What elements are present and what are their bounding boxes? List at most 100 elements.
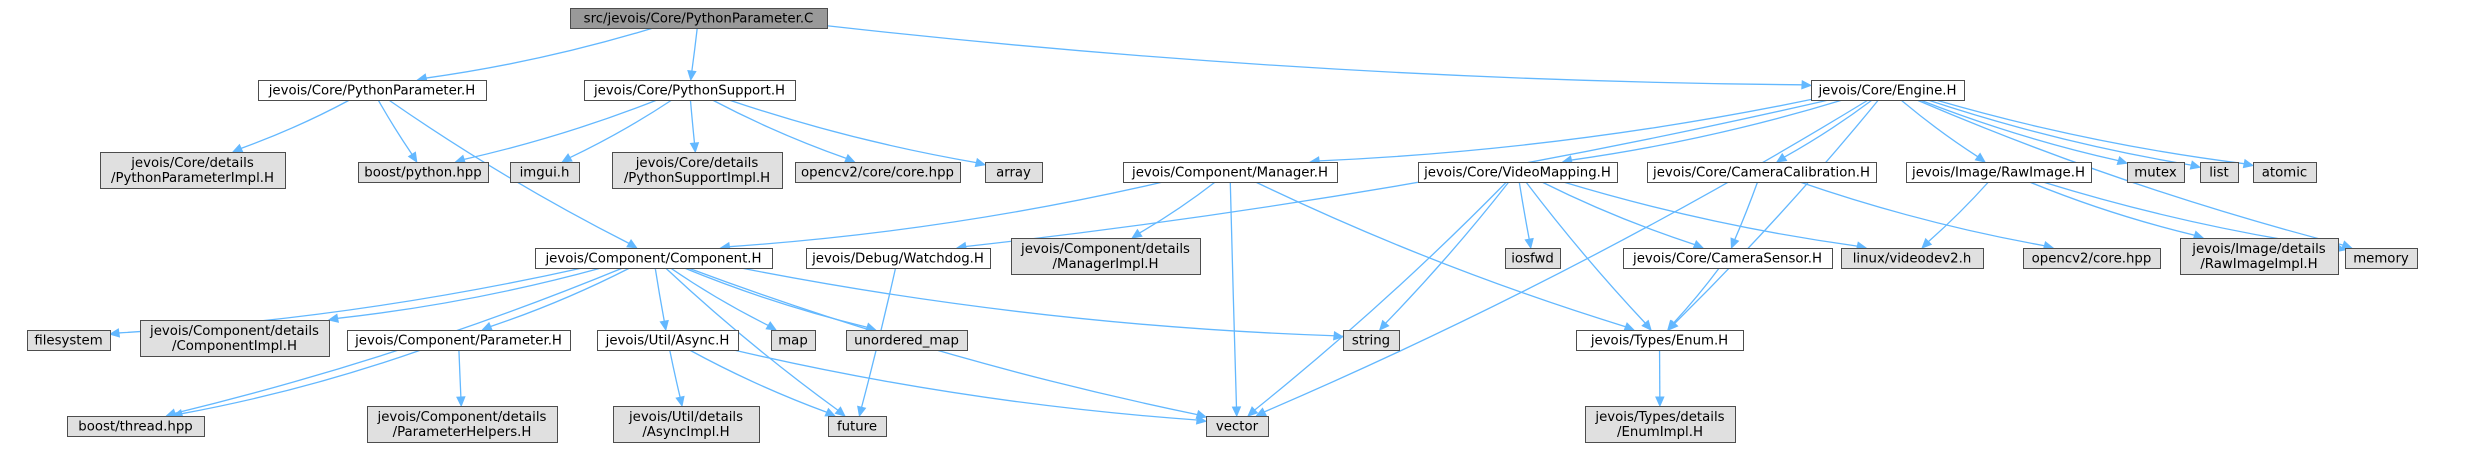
node-box-enumimpl <box>1585 406 1736 443</box>
node-component[interactable]: jevois/Component/Component.H <box>535 248 773 269</box>
edge-component-to-future <box>665 267 839 411</box>
edge-arrowhead <box>108 328 121 338</box>
node-label-iosfwd: iosfwd <box>1511 252 1554 267</box>
node-box-unordered_map <box>846 330 968 351</box>
node-box-component <box>535 248 773 269</box>
edge-arrowhead <box>1231 406 1242 418</box>
node-box-array <box>985 162 1043 183</box>
edge-arrowhead <box>1378 319 1390 331</box>
node-ps_h[interactable]: jevois/Core/PythonSupport.H <box>584 80 796 101</box>
node-videomap[interactable]: jevois/Core/VideoMapping.H <box>1418 162 1618 183</box>
node-label-cvcore2: opencv2/core.hpp <box>2032 252 2152 267</box>
node-root[interactable]: src/jevois/Core/PythonParameter.C <box>570 8 828 29</box>
node-label-paramhelpers: /ParameterHelpers.H <box>393 425 532 440</box>
node-label-component: jevois/Component/Component.H <box>544 252 761 267</box>
node-memory: memory <box>2345 248 2418 269</box>
edge-arrowhead <box>231 143 244 153</box>
edge-ps_h-to-psimpl <box>689 99 696 144</box>
node-box-memory <box>2345 248 2418 269</box>
edge-component-to-parameter <box>490 267 631 328</box>
edge-manager-to-mgrimpl <box>1139 181 1216 234</box>
node-label-paramhelpers: jevois/Component/details <box>377 410 547 425</box>
edge-pp_h-to-boostpy <box>377 99 413 155</box>
edge-rawimg-to-videodev2 <box>1928 181 1989 243</box>
edge-arrowhead <box>824 407 837 417</box>
edge-manager-to-enum <box>1255 181 1626 328</box>
node-manager[interactable]: jevois/Component/Manager.H <box>1123 162 1338 183</box>
node-label-atomic: atomic <box>2262 166 2307 181</box>
edge-arrowhead <box>689 142 700 154</box>
node-label-vector: vector <box>1216 420 1259 435</box>
node-label-psimpl: jevois/Core/details <box>635 156 759 171</box>
edge-arrowhead <box>675 395 685 408</box>
node-box-videomap <box>1418 162 1618 183</box>
node-imgui: imgui.h <box>510 162 580 183</box>
edge-arrowhead <box>1730 237 1740 250</box>
edge-arrowhead <box>843 153 856 163</box>
node-future: future <box>828 416 887 437</box>
edge-root-to-pp_h <box>426 27 654 79</box>
node-box-list <box>2200 162 2239 183</box>
edge-ps_h-to-boostpy <box>463 99 658 160</box>
edge-arrowhead <box>857 405 867 418</box>
node-mutex: mutex <box>2127 162 2185 183</box>
node-label-root: src/jevois/Core/PythonParameter.C <box>584 12 814 27</box>
edge-arrowhead <box>626 239 638 249</box>
node-watchdog[interactable]: jevois/Debug/Watchdog.H <box>806 248 991 269</box>
node-rawimg[interactable]: jevois/Image/RawImage.H <box>1906 162 2092 183</box>
node-label-engine: jevois/Core/Engine.H <box>1817 84 1956 99</box>
edge-async-to-asyncimpl <box>669 349 681 398</box>
node-label-array: array <box>996 166 1031 181</box>
edge-arrowhead <box>687 69 697 82</box>
edge-arrowhead <box>1921 237 1933 249</box>
node-label-compimpl: jevois/Component/details <box>149 324 319 339</box>
node-parameter[interactable]: jevois/Component/Parameter.H <box>347 330 571 351</box>
node-label-list: list <box>2209 166 2229 181</box>
node-box-boostpy <box>358 162 489 183</box>
edge-videomap-to-videodev2 <box>1563 181 1858 247</box>
node-rawimgimpl: jevois/Image/details/RawImageImpl.H <box>2180 238 2339 275</box>
node-box-ps_h <box>584 80 796 101</box>
edge-engine-to-watchdog <box>965 99 1829 248</box>
edge-arrowhead <box>1333 330 1345 341</box>
node-label-mgrimpl: /ManagerImpl.H <box>1053 257 1159 272</box>
edge-engine-to-list <box>1927 99 2192 166</box>
node-label-ppimpl: jevois/Core/details <box>130 156 254 171</box>
node-box-imgui <box>510 162 580 183</box>
edge-engine-to-camcal <box>1784 99 1873 158</box>
node-label-future: future <box>837 420 877 435</box>
edge-arrowhead <box>2116 155 2129 166</box>
node-psimpl: jevois/Core/details/PythonSupportImpl.H <box>612 152 783 189</box>
node-label-watchdog: jevois/Debug/Watchdog.H <box>811 252 984 267</box>
edge-engine-to-rawimg <box>1900 99 1979 158</box>
node-box-rawimg <box>1906 162 2092 183</box>
node-label-enum: jevois/Types/Enum.H <box>1590 334 1728 349</box>
edge-videomap-to-camsensor <box>1541 181 1695 246</box>
edge-videomap-to-vector <box>1254 181 1507 411</box>
node-asyncimpl: jevois/Util/details/AsyncImpl.H <box>613 406 760 443</box>
node-async[interactable]: jevois/Util/Async.H <box>597 330 739 351</box>
nodes-layer: src/jevois/Core/PythonParameter.C jevois/… <box>27 8 2418 443</box>
edge-arrowhead <box>2242 158 2255 169</box>
edge-arrowhead <box>2189 160 2202 170</box>
node-label-psimpl: /PythonSupportImpl.H <box>624 171 770 186</box>
node-box-asyncimpl <box>613 406 760 443</box>
node-compimpl: jevois/Component/details/ComponentImpl.H <box>140 320 330 357</box>
node-camsensor[interactable]: jevois/Core/CameraSensor.H <box>1623 248 1833 269</box>
node-box-async <box>597 330 739 351</box>
node-cvcore: opencv2/core/core.hpp <box>795 162 961 183</box>
node-box-camcal <box>1647 162 1877 183</box>
edge-component-to-compimpl <box>337 267 602 319</box>
node-pp_h[interactable]: jevois/Core/PythonParameter.H <box>258 80 487 101</box>
node-label-mutex: mutex <box>2134 166 2177 181</box>
node-enumimpl: jevois/Types/details/EnumImpl.H <box>1585 406 1736 443</box>
node-label-string: string <box>1352 334 1390 349</box>
node-camcal[interactable]: jevois/Core/CameraCalibration.H <box>1647 162 1877 183</box>
node-label-ppimpl: /PythonParameterImpl.H <box>111 171 274 186</box>
edge-parameter-to-paramhelpers <box>458 349 462 398</box>
node-engine[interactable]: jevois/Core/Engine.H <box>1811 80 1965 101</box>
node-enum[interactable]: jevois/Types/Enum.H <box>1576 330 1744 351</box>
edges-layer <box>108 25 2353 425</box>
node-ppimpl: jevois/Core/details/PythonParameterImpl.… <box>100 152 286 189</box>
edge-engine-to-enum <box>1674 99 1879 324</box>
